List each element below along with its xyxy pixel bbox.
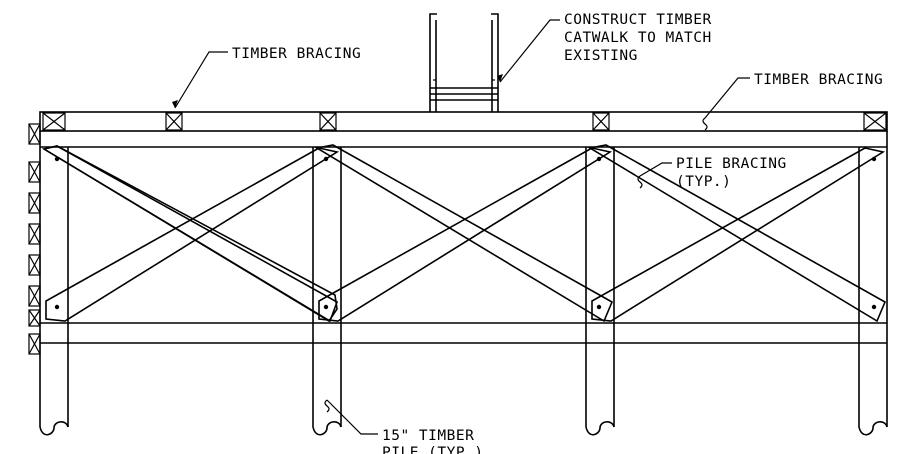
pile-bracing xyxy=(41,144,887,323)
label-catwalk-line2: CATWALK TO MATCH xyxy=(564,30,712,46)
pile-4 xyxy=(858,131,888,436)
bay-2-bracing xyxy=(314,144,614,323)
label-catwalk-line3: EXISTING xyxy=(564,48,638,64)
bottom-cap-beams xyxy=(40,322,887,344)
label-timber-bracing-right: TIMBER BRACING xyxy=(754,72,883,88)
pile-2 xyxy=(312,147,342,436)
label-pile-bracing-line1: PILE BRACING xyxy=(676,156,787,172)
top-timber-bracing-beam xyxy=(39,111,888,148)
label-timber-bracing-left: TIMBER BRACING xyxy=(232,46,361,62)
bolt-dots xyxy=(54,156,877,310)
leader-lines xyxy=(172,19,750,435)
label-pile-line2: PILE (TYP.) xyxy=(382,445,484,454)
bay-3-bracing xyxy=(587,144,887,323)
bay-1-bracing xyxy=(41,145,340,323)
top-beam-blocks xyxy=(42,112,887,131)
annotations: TIMBER BRACING CONSTRUCT TIMBER CATWALK … xyxy=(232,12,883,454)
label-pile-bracing-line2: (TYP.) xyxy=(676,174,731,190)
label-pile-line1: 15" TIMBER xyxy=(382,428,474,444)
label-catwalk-line1: CONSTRUCT TIMBER xyxy=(564,12,712,28)
timber-catwalk xyxy=(429,13,499,112)
pile-1 xyxy=(39,131,69,436)
left-end-blocks xyxy=(28,123,41,355)
timber-piles xyxy=(39,131,888,436)
